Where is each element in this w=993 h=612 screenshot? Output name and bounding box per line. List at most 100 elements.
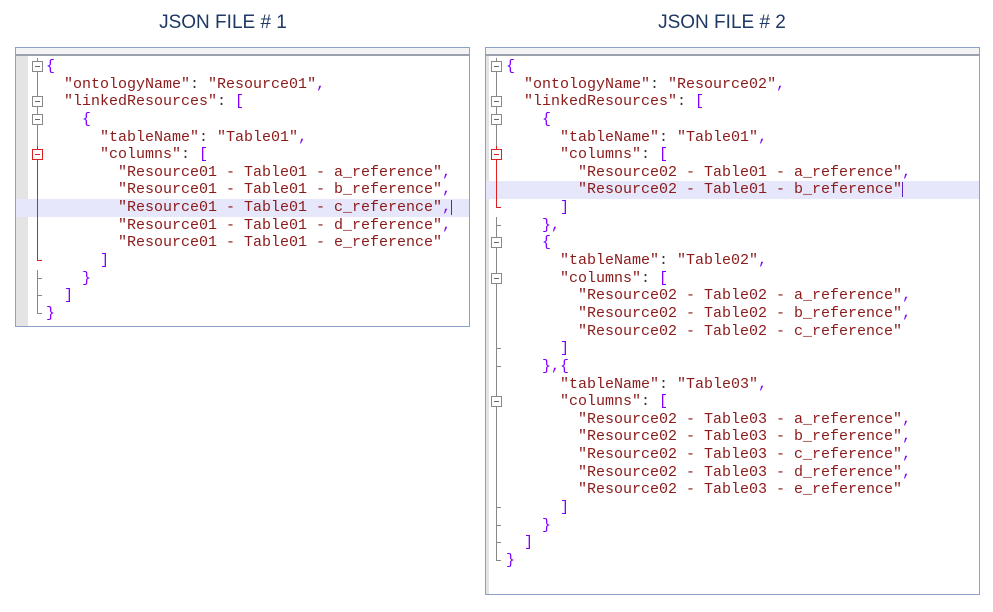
code-text: { [46, 58, 55, 76]
fold-collapse-icon[interactable] [491, 93, 502, 111]
code-line[interactable]: } [486, 551, 979, 570]
code-line[interactable]: "Resource02 - Table03 - d_reference", [486, 463, 979, 482]
code-line[interactable]: "columns": [ [486, 146, 979, 164]
json-string: "Resource02 - Table03 - a_reference" [578, 410, 903, 428]
code-line[interactable]: { [486, 110, 979, 129]
json-punctuation: , [758, 375, 768, 393]
json-punctuation: { [82, 110, 92, 128]
code-line[interactable]: "tableName": "Table03", [486, 375, 979, 394]
code-line[interactable]: ] [486, 534, 979, 552]
code-line[interactable]: "Resource02 - Table03 - b_reference", [486, 428, 979, 447]
json-key: "ontologyName" [524, 75, 651, 93]
fold-collapse-icon[interactable] [491, 146, 502, 164]
fold-guide [491, 463, 502, 482]
code-text: } [542, 517, 551, 535]
code-text: "Resource02 - Table02 - a_reference", [578, 287, 911, 305]
json-punctuation: [ [695, 93, 705, 111]
code-line[interactable]: "Resource01 - Table01 - e_reference" [16, 234, 469, 253]
code-line[interactable]: } [486, 516, 979, 535]
fold-collapse-icon[interactable] [491, 58, 502, 76]
code-line[interactable]: "columns": [ [16, 146, 469, 164]
json-colon: : [641, 393, 660, 411]
code-line[interactable]: "columns": [ [486, 393, 979, 411]
fold-guide [491, 75, 502, 94]
code-line-current[interactable]: "Resource02 - Table01 - b_reference" [486, 181, 979, 200]
fold-collapse-icon[interactable] [32, 93, 43, 111]
code-line[interactable]: "Resource02 - Table03 - e_reference" [486, 481, 979, 500]
code-line[interactable]: "Resource02 - Table03 - a_reference", [486, 410, 979, 429]
code-line[interactable]: }, [486, 216, 979, 235]
json-file-2-title: JSON FILE # 2 [658, 12, 786, 33]
json-colon: : [659, 375, 678, 393]
json-string: "Resource02 - Table03 - b_reference" [578, 428, 903, 446]
code-line[interactable]: { [16, 110, 469, 129]
code-line[interactable]: ] [486, 340, 979, 358]
code-text: "Resource02 - Table03 - c_reference", [578, 446, 911, 464]
code-text: ] [560, 199, 569, 217]
json-punctuation: },{ [542, 357, 570, 375]
fold-collapse-icon[interactable] [32, 58, 43, 76]
json-punctuation: [ [659, 269, 669, 287]
json-punctuation: , [442, 199, 452, 217]
code-line[interactable]: "Resource01 - Table01 - a_reference", [16, 163, 469, 182]
code-line[interactable]: },{ [486, 357, 979, 376]
json-punctuation: , [298, 128, 308, 146]
code-line[interactable]: "linkedResources": [ [486, 93, 979, 111]
code-line[interactable]: "Resource02 - Table02 - c_reference" [486, 322, 979, 341]
code-text: "Resource02 - Table03 - d_reference", [578, 464, 911, 482]
json-punctuation: { [542, 110, 552, 128]
code-line[interactable]: { [486, 58, 979, 76]
fold-guide [491, 340, 502, 358]
fold-guide [32, 252, 43, 270]
code-text: "Resource01 - Table01 - e_reference" [118, 234, 442, 252]
fold-guide [491, 163, 502, 182]
code-text: "tableName": "Table01", [560, 129, 767, 147]
fold-collapse-icon[interactable] [32, 146, 43, 164]
code-lines[interactable]: {"ontologyName": "Resource01","linkedRes… [16, 58, 469, 323]
code-line[interactable]: "Resource02 - Table02 - a_reference", [486, 287, 979, 305]
fold-guide [491, 252, 502, 270]
fold-collapse-icon[interactable] [491, 110, 502, 129]
code-line[interactable]: } [16, 269, 469, 288]
json-punctuation: { [46, 58, 56, 75]
code-line-current[interactable]: "Resource01 - Table01 - c_reference", [16, 199, 469, 217]
code-line[interactable]: "ontologyName": "Resource01", [16, 75, 469, 94]
code-text: "Resource01 - Table01 - a_reference", [118, 164, 451, 182]
code-line[interactable]: "columns": [ [486, 269, 979, 288]
code-lines[interactable]: {"ontologyName": "Resource02","linkedRes… [486, 58, 979, 570]
code-text: "columns": [ [560, 270, 668, 288]
code-line[interactable]: "tableName": "Table01", [486, 128, 979, 147]
json-colon: : [659, 252, 678, 270]
json-key: "columns" [560, 146, 642, 164]
editor-panel-json-file-2[interactable]: {"ontologyName": "Resource02","linkedRes… [485, 47, 980, 595]
code-text: "Resource02 - Table01 - b_reference" [578, 181, 904, 199]
code-line[interactable]: "tableName": "Table01", [16, 128, 469, 147]
fold-collapse-icon[interactable] [491, 269, 502, 288]
code-line[interactable]: "Resource01 - Table01 - b_reference", [16, 181, 469, 200]
fold-guide [32, 287, 43, 305]
code-text: "Resource01 - Table01 - c_reference", [118, 199, 453, 217]
code-line[interactable]: "Resource02 - Table01 - a_reference", [486, 163, 979, 182]
code-line[interactable]: "tableName": "Table02", [486, 252, 979, 270]
code-line[interactable]: { [16, 58, 469, 76]
code-line[interactable]: "Resource02 - Table02 - b_reference", [486, 304, 979, 323]
code-line[interactable]: } [16, 304, 469, 323]
editor-panel-json-file-1[interactable]: {"ontologyName": "Resource01","linkedRes… [15, 47, 470, 327]
fold-collapse-icon[interactable] [491, 393, 502, 411]
fold-collapse-icon[interactable] [491, 234, 502, 253]
code-line[interactable]: ] [16, 252, 469, 270]
code-line[interactable]: ] [486, 199, 979, 217]
code-line[interactable]: ] [486, 499, 979, 517]
code-text: "linkedResources": [ [524, 93, 704, 111]
code-line[interactable]: { [486, 234, 979, 253]
fold-guide [491, 322, 502, 341]
code-text: "tableName": "Table01", [100, 129, 307, 147]
code-line[interactable]: "Resource01 - Table01 - d_reference", [16, 216, 469, 235]
fold-collapse-icon[interactable] [32, 110, 43, 129]
json-key: "columns" [100, 146, 182, 164]
code-line[interactable]: "linkedResources": [ [16, 93, 469, 111]
code-line[interactable]: "Resource02 - Table03 - c_reference", [486, 446, 979, 464]
code-line[interactable]: "ontologyName": "Resource02", [486, 75, 979, 94]
code-line[interactable]: ] [16, 287, 469, 305]
json-punctuation: , [902, 304, 912, 322]
